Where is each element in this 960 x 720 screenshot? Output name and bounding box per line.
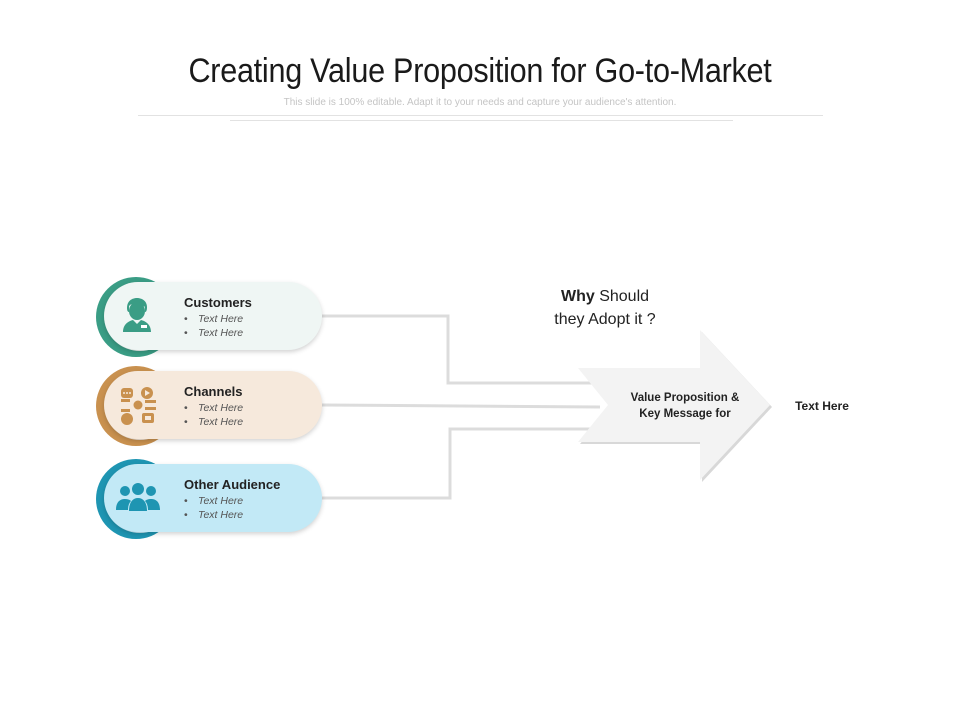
customers-bullet-1: Text Here xyxy=(184,313,243,325)
value-proposition-arrow xyxy=(578,330,772,482)
header-divider-bottom xyxy=(230,120,733,121)
customers-title: Customers xyxy=(184,295,252,310)
channels-bullet-1: Text Here xyxy=(184,402,243,414)
result-text: Text Here xyxy=(795,399,849,413)
customers-bullet-2: Text Here xyxy=(184,327,243,339)
audience-bullet-2: Text Here xyxy=(184,509,243,521)
audience-title: Other Audience xyxy=(184,477,281,492)
connector-channels xyxy=(321,403,601,409)
channels-title: Channels xyxy=(184,384,243,399)
slide-subtitle: This slide is 100% editable. Adapt it to… xyxy=(283,97,677,108)
arrow-label-line2: Key Message for xyxy=(639,408,731,420)
audience-bullet-1: Text Here xyxy=(184,495,243,507)
value-proposition-label: Value Proposition & Key Message for xyxy=(605,390,765,422)
customer-icon xyxy=(123,298,151,332)
channels-bullet-2: Text Here xyxy=(184,416,243,428)
adoption-question: Why Should they Adopt it ? xyxy=(520,285,690,331)
question-line1: Should xyxy=(594,288,650,305)
channels-icon xyxy=(121,387,156,425)
connector-audience xyxy=(322,427,600,500)
arrow-label-line1: Value Proposition & xyxy=(630,392,740,404)
header-divider-top xyxy=(138,115,823,116)
slide-title: Creating Value Proposition for Go-to-Mar… xyxy=(188,52,772,90)
question-bold: Why xyxy=(560,288,595,305)
question-line2: they Adopt it ? xyxy=(554,311,656,328)
connector-customers xyxy=(322,314,600,385)
audience-icon xyxy=(116,483,160,511)
